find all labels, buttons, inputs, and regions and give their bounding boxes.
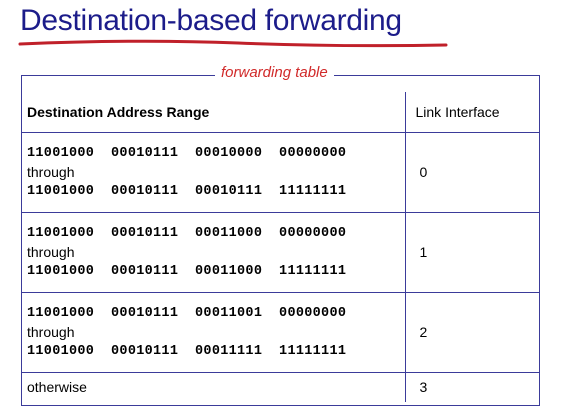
table-row: 11001000 00010111 00010000 00000000 thro… <box>21 132 540 213</box>
table-header-row: Destination Address Range Link Interface <box>21 92 540 133</box>
address-range-cell: otherwise <box>21 372 405 402</box>
otherwise-label: otherwise <box>27 378 87 395</box>
address-range-cell: 11001000 00010111 00011001 00000000 thro… <box>21 292 405 373</box>
address-range-cell: 11001000 00010111 00010000 00000000 thro… <box>21 132 405 213</box>
link-interface-cell: 1 <box>404 212 540 293</box>
table-row: 11001000 00010111 00011000 00000000 thro… <box>21 212 540 293</box>
header-link-interface: Link Interface <box>404 92 540 133</box>
range-end: 11001000 00010111 00011111 11111111 <box>27 343 347 359</box>
header-destination-range: Destination Address Range <box>21 92 405 133</box>
table-row: 11001000 00010111 00011001 00000000 thro… <box>21 292 540 373</box>
table-caption: forwarding table <box>215 63 334 83</box>
range-end: 11001000 00010111 00011000 11111111 <box>27 263 347 279</box>
address-range-cell: 11001000 00010111 00011000 00000000 thro… <box>21 212 405 293</box>
range-end: 11001000 00010111 00010111 11111111 <box>27 183 347 199</box>
range-start: 11001000 00010111 00010000 00000000 <box>27 145 347 161</box>
link-interface-cell: 2 <box>404 292 540 373</box>
range-through: through <box>27 243 75 260</box>
range-start: 11001000 00010111 00011000 00000000 <box>27 225 347 241</box>
forwarding-table: Destination Address Range Link Interface… <box>21 92 540 402</box>
range-start: 11001000 00010111 00011001 00000000 <box>27 305 347 321</box>
table-row-otherwise: otherwise 3 <box>21 372 540 402</box>
range-through: through <box>27 163 75 180</box>
link-interface-cell: 0 <box>404 132 540 213</box>
title-underline <box>18 39 448 48</box>
link-interface-cell: 3 <box>404 372 540 402</box>
page-title: Destination-based forwarding <box>20 4 402 37</box>
range-through: through <box>27 323 75 340</box>
